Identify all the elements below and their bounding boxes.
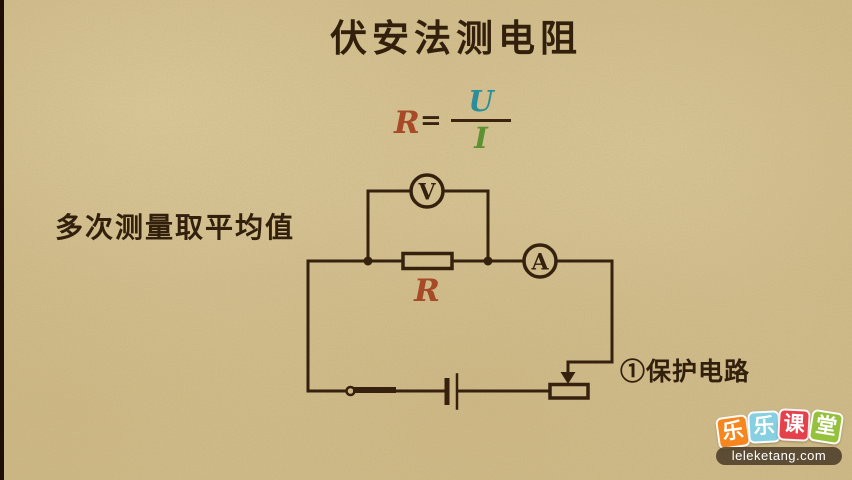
ammeter-letter: A xyxy=(530,250,549,276)
resistor-letter-label: R xyxy=(413,273,440,309)
wire-left-bottom xyxy=(306,259,348,393)
wire-wiper-branch xyxy=(566,259,614,375)
formula-fraction: U I xyxy=(450,84,512,155)
logo-tile-tang: 堂 xyxy=(807,408,845,446)
logo-tile-ke: 课 xyxy=(777,408,811,442)
note-average-of-multiple-measurements: 多次测量取平均值 xyxy=(55,212,296,243)
wire-voltmeter-right xyxy=(441,189,490,263)
wiper-arrowhead xyxy=(560,372,576,384)
note-protection-circuit: ①保护电路 xyxy=(620,358,751,386)
formula-I: I xyxy=(474,121,488,155)
formula-R: R xyxy=(394,105,420,141)
rheostat-symbol xyxy=(548,382,590,400)
left-edge-strip xyxy=(0,0,4,480)
circuit-wires xyxy=(306,173,614,410)
formula-U: U xyxy=(468,84,494,118)
logo-tile-le2: 乐 xyxy=(747,410,781,444)
voltmeter-letter: V xyxy=(417,180,436,206)
junction-dot-left xyxy=(363,256,373,266)
formula-equals: = xyxy=(420,106,442,136)
logo-tile-le1: 乐 xyxy=(714,413,752,451)
formula-ohms-law: R = U I xyxy=(394,84,534,155)
wire-voltmeter-left xyxy=(366,189,413,263)
leleketang-logo: 乐 乐 课 堂 leleketang.com xyxy=(714,404,848,466)
logo-website: leleketang.com xyxy=(716,447,842,465)
page-title: 伏安法测电阻 xyxy=(330,18,582,59)
fraction-bar xyxy=(451,119,511,122)
circuit-fills: V A xyxy=(363,180,576,384)
junction-dot-right xyxy=(483,256,493,266)
resistor-symbol xyxy=(401,251,454,271)
